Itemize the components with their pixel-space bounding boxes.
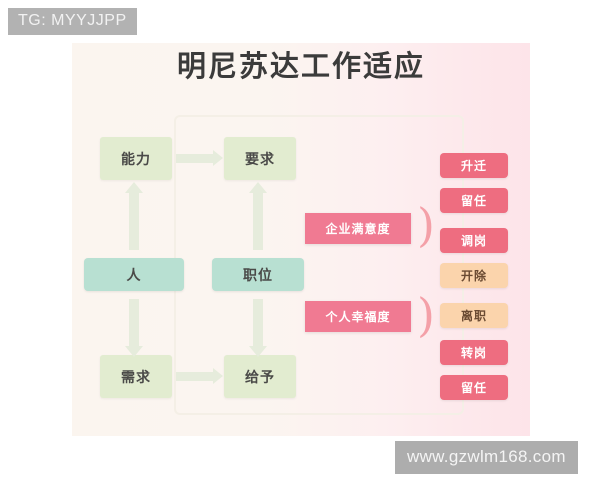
watermark-top-left: TG: MYYJJPP — [8, 8, 137, 35]
node-person[interactable]: 人 — [84, 258, 184, 291]
bracket-icon-top: ) — [417, 198, 435, 252]
outcome-box[interactable]: 留任 — [440, 375, 508, 400]
outcome-label: 留任 — [460, 381, 487, 395]
outcome-box[interactable]: 开除 — [440, 263, 508, 288]
outcome-label: 升迁 — [460, 159, 487, 173]
label-personal-happiness[interactable]: 个人幸福度 — [305, 301, 411, 332]
arrow-up-icon-person-to-ability — [125, 182, 143, 250]
arrow-down-icon-person-to-need — [125, 299, 143, 357]
outcome-box[interactable]: 升迁 — [440, 153, 508, 178]
node-give-label: 给予 — [245, 369, 275, 386]
outcome-label: 留任 — [460, 194, 487, 208]
node-position-label: 职位 — [243, 267, 273, 284]
label-personal-happiness-text: 个人幸福度 — [325, 310, 391, 324]
node-ability-label: 能力 — [121, 151, 151, 168]
diagram-canvas: 明尼苏达工作适应 能力 要求 人 职位 需求 给予 企业满意度 个人幸福度 ) … — [72, 43, 530, 436]
node-demand-label: 要求 — [245, 151, 275, 168]
node-person-label: 人 — [126, 267, 142, 284]
outcome-label: 转岗 — [460, 346, 487, 360]
node-position[interactable]: 职位 — [212, 258, 304, 291]
outcome-label: 调岗 — [460, 234, 487, 248]
outcome-label: 离职 — [460, 309, 487, 323]
outcome-box[interactable]: 留任 — [440, 188, 508, 213]
arrow-down-icon-position-to-give — [249, 299, 267, 357]
outcome-box[interactable]: 调岗 — [440, 228, 508, 253]
label-company-satisfaction-text: 企业满意度 — [325, 222, 391, 236]
label-company-satisfaction[interactable]: 企业满意度 — [305, 213, 411, 244]
arrow-up-icon-position-to-demand — [249, 182, 267, 250]
node-give[interactable]: 给予 — [224, 355, 296, 398]
node-need[interactable]: 需求 — [100, 355, 172, 398]
bracket-icon-bottom: ) — [417, 288, 435, 342]
outcome-box[interactable]: 离职 — [440, 303, 508, 328]
node-demand[interactable]: 要求 — [224, 137, 296, 180]
watermark-bottom-right: www.gzwlm168.com — [395, 441, 578, 474]
outcome-label: 开除 — [460, 269, 487, 283]
outcome-box[interactable]: 转岗 — [440, 340, 508, 365]
page-title: 明尼苏达工作适应 — [176, 49, 425, 83]
arrow-right-icon-need-to-give — [176, 368, 223, 384]
node-ability[interactable]: 能力 — [100, 137, 172, 180]
arrow-right-icon-ability-to-demand — [176, 150, 223, 166]
node-need-label: 需求 — [121, 369, 151, 386]
